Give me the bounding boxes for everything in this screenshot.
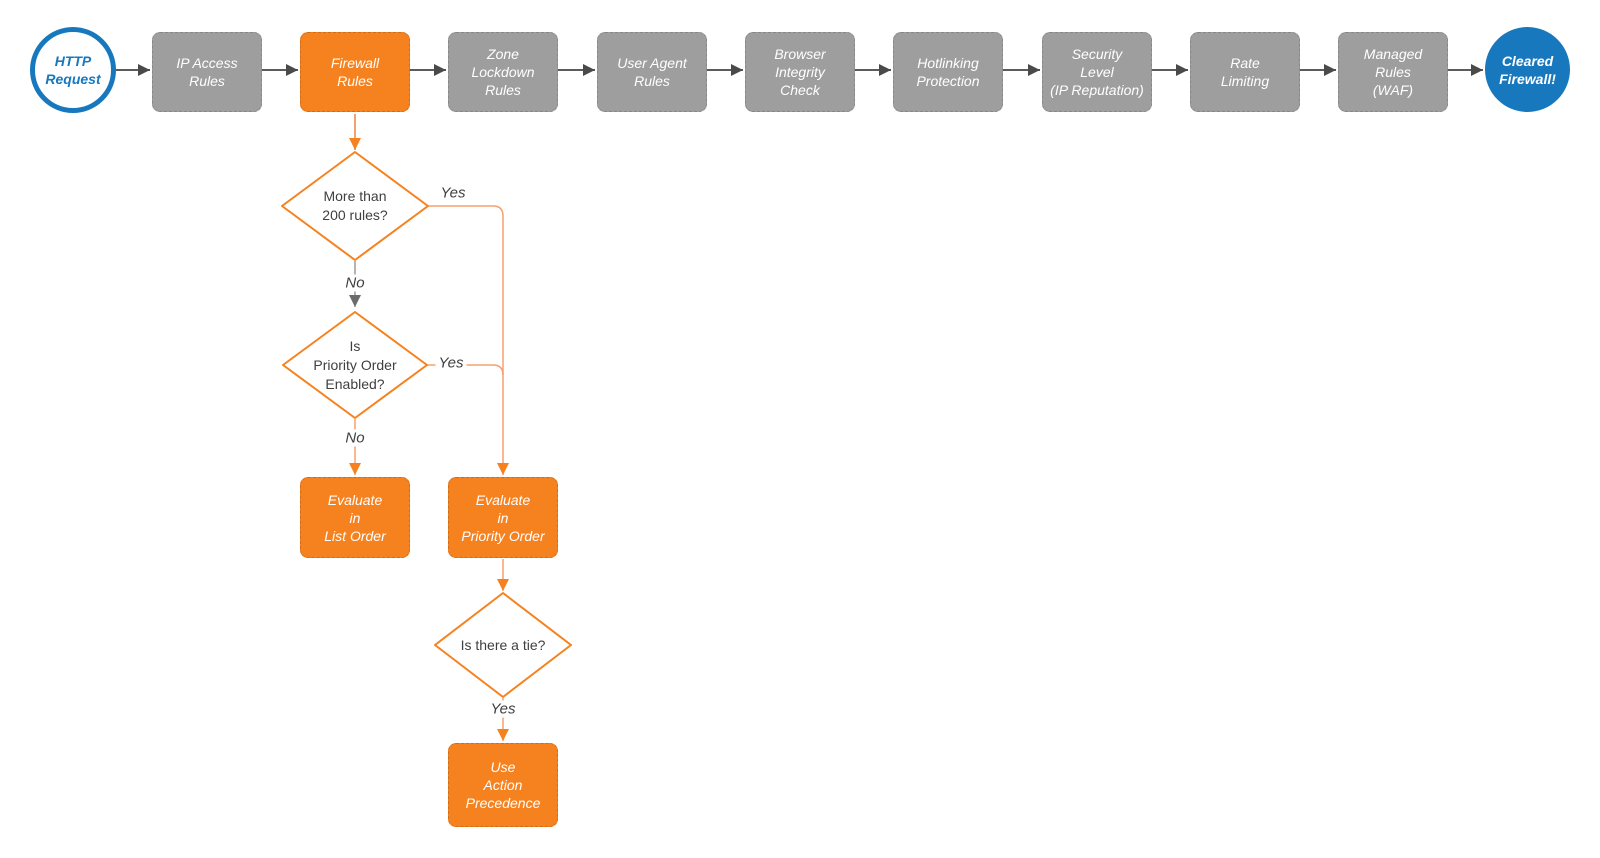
- decision-priority-order-enabled-shape: [282, 311, 428, 419]
- stage-label: Firewall Rules: [330, 55, 380, 89]
- stage-managed-rules-waf: Managed Rules (WAF): [1338, 32, 1448, 112]
- edge-label-no-2: No: [342, 429, 368, 447]
- decision-priority-order-enabled: Is Priority Order Enabled?: [285, 336, 425, 394]
- stage-label: IP Access Rules: [176, 55, 238, 89]
- start-node: HTTP Request: [30, 27, 116, 113]
- connector-yes-rule-count-to-priority-order: [428, 205, 509, 475]
- decision-label: Is there a tie?: [460, 636, 546, 653]
- stage-rate-limiting: Rate Limiting: [1190, 32, 1300, 112]
- stage-label: Rate Limiting: [1220, 55, 1270, 89]
- stage-zone-lockdown-rules: Zone Lockdown Rules: [448, 32, 558, 112]
- stage-firewall-rules: Firewall Rules: [300, 32, 410, 112]
- edge-label-yes-1: Yes: [437, 184, 469, 202]
- stage-label: User Agent Rules: [617, 55, 687, 89]
- decision-more-than-200-rules-shape: [281, 151, 429, 261]
- action-evaluate-list-order: Evaluate in List Order: [300, 477, 410, 558]
- decision-is-there-a-tie: Is there a tie?: [433, 635, 573, 655]
- stage-hotlinking-protection: Hotlinking Protection: [893, 32, 1003, 112]
- decision-label: Is Priority Order Enabled?: [313, 337, 397, 392]
- stage-label: Security Level (IP Reputation): [1050, 46, 1144, 98]
- decision-label: More than 200 rules?: [322, 188, 388, 223]
- start-node-label: HTTP Request: [45, 53, 101, 87]
- action-label: Use Action Precedence: [465, 759, 541, 811]
- stage-security-level: Security Level (IP Reputation): [1042, 32, 1152, 112]
- action-evaluate-priority-order: Evaluate in Priority Order: [448, 477, 558, 558]
- action-use-action-precedence: Use Action Precedence: [448, 743, 558, 827]
- stage-ip-access-rules: IP Access Rules: [152, 32, 262, 112]
- action-label: Evaluate in Priority Order: [461, 491, 545, 544]
- edge-label-no-1: No: [342, 274, 368, 292]
- stage-label: Browser Integrity Check: [774, 46, 826, 98]
- stage-label: Managed Rules (WAF): [1363, 46, 1423, 98]
- end-node: Cleared Firewall!: [1485, 27, 1570, 112]
- stage-label: Zone Lockdown Rules: [471, 46, 535, 98]
- stage-label: Hotlinking Protection: [916, 55, 980, 89]
- stage-user-agent-rules: User Agent Rules: [597, 32, 707, 112]
- action-label: Evaluate in List Order: [324, 491, 386, 544]
- decision-is-there-a-tie-shape: [434, 592, 572, 698]
- connector-yes-priority-enabled-merge: [427, 364, 504, 376]
- decision-more-than-200-rules: More than 200 rules?: [285, 178, 425, 234]
- edge-label-yes-3: Yes: [487, 700, 519, 718]
- stage-browser-integrity-check: Browser Integrity Check: [745, 32, 855, 112]
- end-node-label: Cleared Firewall!: [1499, 52, 1556, 87]
- edge-label-yes-2: Yes: [435, 354, 467, 372]
